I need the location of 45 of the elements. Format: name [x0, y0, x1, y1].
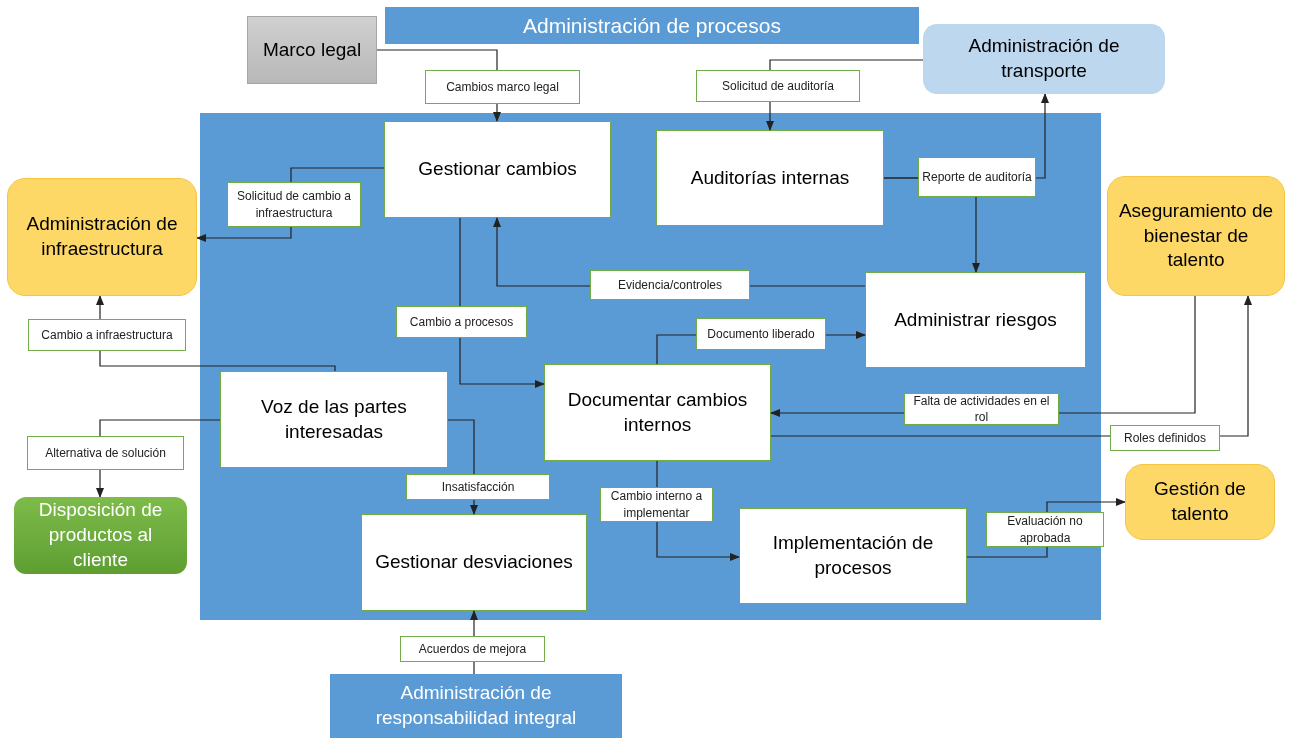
input-box: Marco legal: [247, 16, 377, 84]
process-box: Auditorías internas: [656, 130, 884, 226]
arrow: [470, 610, 478, 675]
external-process-box: Administración de responsabilidad integral: [330, 674, 622, 738]
process-box: Documentar cambios internos: [544, 364, 771, 461]
edge-label: Acuerdos de mejora: [400, 636, 545, 662]
external-process-box: Aseguramiento de bienestar de talento: [1107, 176, 1285, 296]
arrow: [447, 419, 478, 515]
arrow: [656, 331, 866, 365]
edge-label: Evaluación no aprobada: [986, 512, 1104, 547]
arrow: [770, 295, 1196, 417]
process-box: Implementación de procesos: [739, 508, 967, 604]
arrow: [656, 460, 740, 561]
external-process-box: Administración de transporte: [923, 24, 1165, 94]
edge-label: Documento liberado: [696, 318, 826, 350]
edge-label: Insatisfacción: [406, 474, 550, 500]
arrow: [459, 217, 545, 388]
arrow: [883, 177, 980, 273]
edge-label: Cambios marco legal: [425, 70, 580, 104]
process-box: Gestionar desviaciones: [361, 514, 587, 611]
edge-label: Reporte de auditoría: [918, 157, 1036, 197]
arrow: [376, 49, 501, 122]
edge-label: Solicitud de cambio a infraestructura: [227, 182, 361, 227]
edge-label: Cambio a infraestructura: [28, 319, 186, 351]
edge-label: Cambio a procesos: [396, 306, 527, 338]
external-process-box: Administración de infraestructura: [7, 178, 197, 296]
edge-label: Solicitud de auditoría: [696, 70, 860, 102]
arrow: [966, 498, 1126, 558]
process-box: Administrar riesgos: [865, 272, 1086, 368]
edge-label: Cambio interno a implementar: [600, 487, 713, 522]
process-box: Voz de las partes interesadas: [220, 371, 448, 468]
edge-label: Evidencia/controles: [590, 270, 750, 300]
edge-label: Roles definidos: [1110, 425, 1220, 451]
arrow: [96, 419, 221, 498]
arrow: [770, 295, 1252, 437]
arrow: [766, 59, 924, 131]
output-box: Disposición de productos al cliente: [14, 497, 187, 574]
arrow: [96, 295, 336, 372]
external-process-box: Gestión de talento: [1125, 464, 1275, 540]
arrow: [196, 167, 385, 242]
arrow: [493, 217, 866, 287]
edge-label: Alternativa de solución: [27, 436, 184, 470]
process-box: Gestionar cambios: [384, 121, 611, 218]
edge-label: Falta de actividades en el rol: [904, 393, 1059, 425]
heading-band: Administración de procesos: [385, 7, 919, 44]
